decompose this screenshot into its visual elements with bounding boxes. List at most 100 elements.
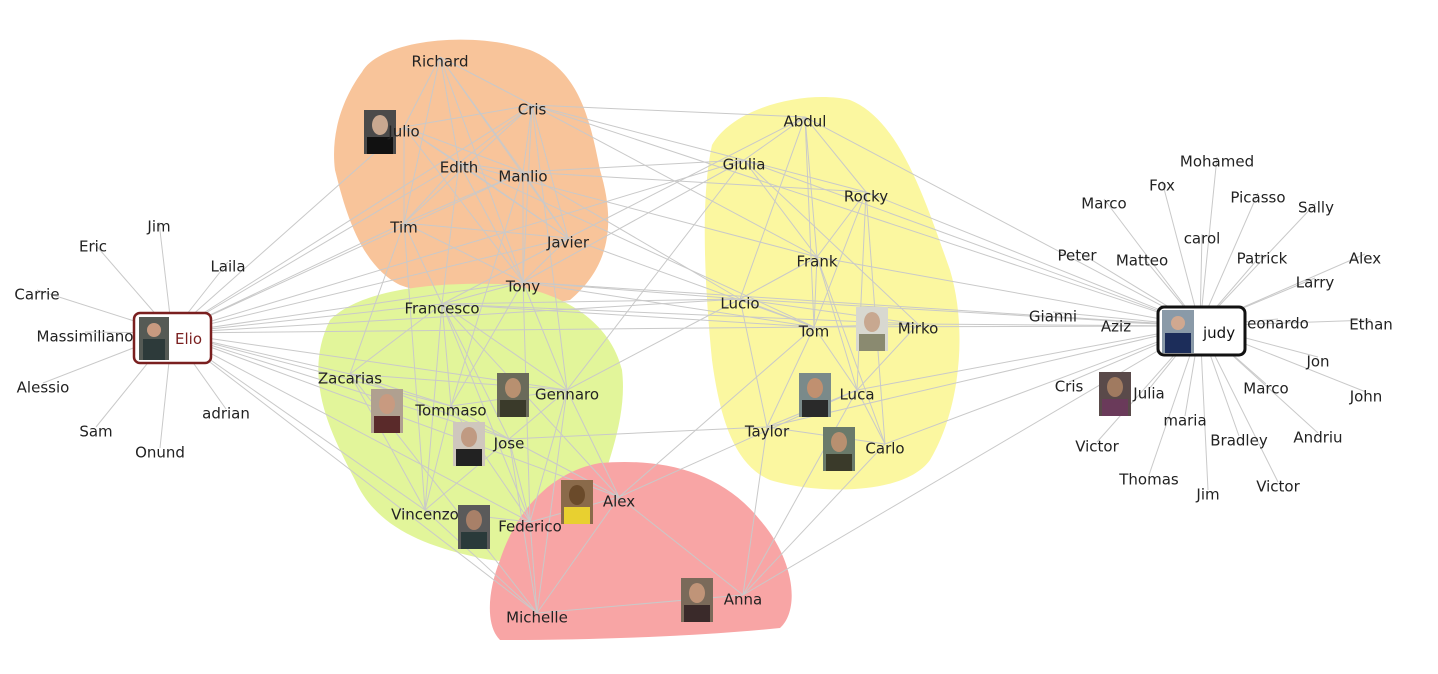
edge-Gennaro-Giulia	[566, 159, 745, 391]
node-label-leonardo[interactable]: eonardo	[1247, 315, 1309, 333]
node-label-john[interactable]: John	[1349, 388, 1383, 406]
node-label-taylor[interactable]: Taylor	[744, 423, 790, 441]
node-label-picasso[interactable]: Picasso	[1230, 189, 1285, 207]
node-label-alex1[interactable]: Alex	[603, 493, 635, 511]
node-label-carrie[interactable]: Carrie	[14, 286, 59, 304]
edge-Cris1-Manlio	[522, 104, 533, 173]
node-label-manlio[interactable]: Manlio	[498, 168, 547, 186]
node-label-julio[interactable]: Julio	[387, 123, 419, 141]
node-label-andriu[interactable]: Andriu	[1293, 429, 1342, 447]
node-label-jon[interactable]: Jon	[1305, 353, 1329, 371]
node-label-carlo[interactable]: Carlo	[865, 440, 904, 458]
node-label-patrick[interactable]: Patrick	[1237, 250, 1288, 268]
node-label-bradley[interactable]: Bradley	[1210, 432, 1268, 450]
hub-elio[interactable]: Elio	[132, 311, 213, 365]
node-label-sally[interactable]: Sally	[1298, 199, 1334, 217]
node-label-gianni[interactable]: Gianni	[1029, 308, 1077, 326]
edge-judy-Cris1	[531, 104, 1201, 327]
node-label-zacarias[interactable]: Zacarias	[318, 370, 382, 388]
edge-elio-Francesco	[171, 303, 443, 334]
node-label-tom[interactable]: Tom	[798, 323, 829, 341]
node-label-julia[interactable]: Julia	[1132, 385, 1164, 403]
person-photo-icon	[453, 422, 485, 466]
node-label-massimiliano[interactable]: Massimiliano	[37, 328, 134, 346]
node-label-lucio[interactable]: Lucio	[720, 295, 759, 313]
node-label-carol[interactable]: carol	[1184, 230, 1221, 248]
hub-judy[interactable]: judy	[1156, 305, 1247, 357]
node-label-richard[interactable]: Richard	[412, 53, 469, 71]
node-label-jim2[interactable]: Jim	[1195, 486, 1219, 504]
node-label-ethan[interactable]: Ethan	[1349, 316, 1393, 334]
edge-Francesco-Vincenzo	[424, 303, 443, 511]
node-label-fox[interactable]: Fox	[1149, 177, 1175, 195]
edge-Tom-Taylor	[766, 326, 815, 428]
node-label-tim[interactable]: Tim	[389, 219, 417, 237]
node-label-onund[interactable]: Onund	[135, 444, 185, 462]
edge-Cris1-Giulia	[531, 104, 745, 161]
node-label-jose[interactable]: Jose	[493, 435, 525, 453]
edge-Gennaro-Federico	[529, 389, 568, 523]
node-label-laila[interactable]: Laila	[210, 258, 245, 276]
edge-Giulia-Frank	[743, 159, 818, 258]
edge-Javier-Tom	[567, 237, 815, 328]
node-label-eric[interactable]: Eric	[79, 238, 107, 256]
edge-Tony-Lucio	[522, 281, 741, 300]
node-label-alessio[interactable]: Alessio	[17, 379, 70, 397]
node-label-edith[interactable]: Edith	[440, 159, 479, 177]
node-label-peter[interactable]: Peter	[1057, 247, 1097, 265]
node-label-mirko[interactable]: Mirko	[898, 320, 939, 338]
edge-Gennaro-Cris1	[531, 104, 568, 391]
person-photo-icon	[561, 480, 593, 524]
node-label-gennaro[interactable]: Gennaro	[535, 386, 599, 404]
edge-Cris1-Tony	[522, 104, 533, 283]
node-label-anna[interactable]: Anna	[724, 591, 762, 609]
edge-judy-Picasso	[1199, 192, 1259, 327]
person-photo-icon	[458, 505, 490, 549]
node-label-giulia[interactable]: Giulia	[723, 156, 766, 174]
node-label-victor2[interactable]: Victor	[1256, 478, 1300, 496]
node-label-alex2[interactable]: Alex	[1349, 250, 1381, 268]
edge-elio-Julio	[171, 126, 405, 334]
node-label-cris2[interactable]: Cris	[1055, 378, 1084, 396]
node-label-tony[interactable]: Tony	[505, 278, 540, 296]
edge-elio-Manlio	[171, 171, 524, 334]
node-label-cris1[interactable]: Cris	[518, 101, 547, 119]
node-label-jim1[interactable]: Jim	[146, 218, 170, 236]
node-label-aziz[interactable]: Aziz	[1101, 318, 1131, 336]
edge-Anna-Taylor	[742, 426, 768, 596]
node-label-marco2[interactable]: Marco	[1243, 380, 1288, 398]
node-label-thomas[interactable]: Thomas	[1118, 471, 1179, 489]
edge-Rocky-Luca	[856, 191, 867, 391]
node-label-mohamed[interactable]: Mohamed	[1180, 153, 1254, 171]
edge-Jose-Taylor	[508, 426, 768, 440]
node-label-luca[interactable]: Luca	[839, 386, 874, 404]
edge-Julio-Manlio	[403, 126, 524, 173]
node-label-tommaso[interactable]: Tommaso	[414, 402, 486, 420]
edge-Gennaro-Lucio	[566, 298, 741, 391]
node-label-federico[interactable]: Federico	[498, 518, 562, 536]
node-label-javier[interactable]: Javier	[546, 234, 590, 252]
edge-Francesco-Tim	[403, 222, 443, 305]
edge-judy-Anna	[742, 325, 1201, 596]
edge-Francesco-Lucio	[441, 298, 741, 305]
node-label-abdul[interactable]: Abdul	[784, 113, 827, 131]
node-label-matteo[interactable]: Matteo	[1116, 252, 1168, 270]
node-label-marco1[interactable]: Marco	[1081, 195, 1126, 213]
node-label-larry[interactable]: Larry	[1296, 274, 1335, 292]
edge-Tim-Javier	[403, 222, 569, 239]
edge-Frank-Tom	[813, 256, 818, 328]
edge-Manlio-Rocky	[522, 171, 867, 193]
node-label-vincenzo[interactable]: Vincenzo	[391, 506, 459, 524]
node-label-victor1[interactable]: Victor	[1075, 438, 1119, 456]
node-label-rocky[interactable]: Rocky	[844, 188, 888, 206]
node-label-frank[interactable]: Frank	[796, 253, 837, 271]
node-label-adrian[interactable]: adrian	[202, 405, 250, 423]
node-label-michelle[interactable]: Michelle	[506, 609, 568, 627]
node-label-maria[interactable]: maria	[1163, 412, 1206, 430]
edge-judy-Fox	[1161, 180, 1201, 327]
edge-Tommaso-Vincenzo	[424, 405, 452, 511]
edge-Anna-Luca	[742, 389, 858, 596]
node-label-sam[interactable]: Sam	[79, 423, 112, 441]
node-label-francesco[interactable]: Francesco	[404, 300, 479, 318]
